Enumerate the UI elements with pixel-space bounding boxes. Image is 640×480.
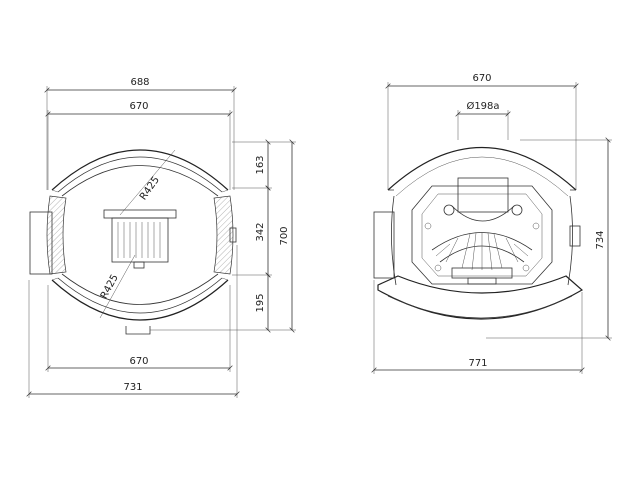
dim-right-middle-label: 342 <box>255 222 266 241</box>
dim-flue-diameter: Ø198a <box>458 100 508 140</box>
dim-bottom-width: 771 <box>374 280 582 374</box>
dim-bottom-width-label: 771 <box>468 358 487 369</box>
left-view: 688 670 R425 R425 <box>29 77 296 398</box>
dim-top-inner: 670 <box>48 101 230 190</box>
dim-right-height: 734 <box>486 140 612 338</box>
dim-top-outer: 688 <box>47 77 234 190</box>
left-wall-hatch <box>46 195 67 275</box>
grate <box>103 209 177 269</box>
dim-top-inner-label: 670 <box>129 101 148 112</box>
dim-top-outer-label: 688 <box>130 77 149 88</box>
dim-right-height-label: 734 <box>595 230 606 249</box>
dim-right-upper-label: 163 <box>255 155 266 174</box>
fan-pattern <box>431 232 533 285</box>
dim-right-chain: 163 342 195 700 <box>150 142 296 330</box>
right-view: 670 Ø198a <box>374 73 612 374</box>
dim-bottom-inner: 670 <box>48 285 230 372</box>
dim-right-lower-label: 195 <box>255 293 266 312</box>
dim-top-width: 670 <box>388 73 576 190</box>
dim-bottom-inner-label: 670 <box>129 356 148 367</box>
dim-bottom-outer-label: 731 <box>123 382 142 393</box>
dim-bottom-outer: 731 <box>29 245 237 398</box>
dim-top-width-label: 670 <box>472 73 491 84</box>
dim-right-total-label: 700 <box>279 226 290 245</box>
radius-upper-label: R425 <box>138 175 162 203</box>
dim-flue-diameter-label: Ø198a <box>466 100 499 112</box>
right-wall-hatch <box>213 195 234 275</box>
